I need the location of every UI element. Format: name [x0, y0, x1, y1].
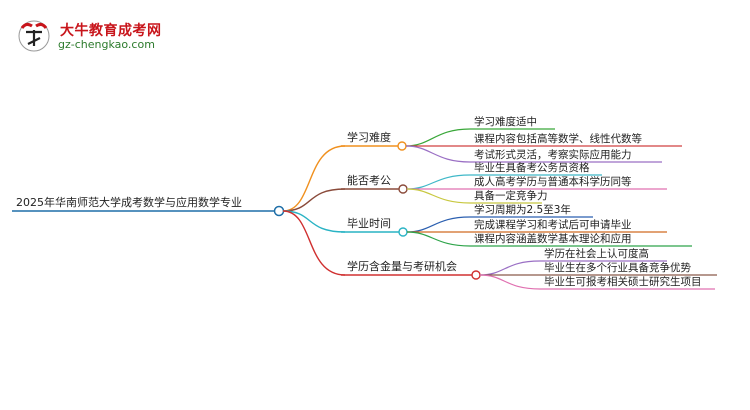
branch-node[interactable]: [397, 141, 407, 151]
leaf-label: 完成课程学习和考试后可申请毕业: [474, 218, 632, 231]
leaf-label: 成人高考学历与普通本科学历同等: [474, 175, 632, 188]
leaf-connector: [406, 216, 471, 233]
branch-label: 学习难度: [347, 130, 391, 144]
leaf-connector: [406, 231, 471, 247]
site-logo[interactable]: 大牛教育成考网 gz-chengkao.com: [16, 18, 166, 54]
leaf-label: 学习周期为2.5至3年: [474, 203, 571, 216]
leaf-connector: [479, 274, 541, 290]
leaf-label: 课程内容包括高等数学、线性代数等: [474, 132, 642, 145]
leaf-label: 考试形式灵活，考察实际应用能力: [474, 148, 632, 161]
leaf-label: 毕业生具备考公务员资格: [474, 161, 590, 174]
leaf-label: 毕业生在多个行业具备竞争优势: [544, 261, 691, 274]
leaf-connector: [406, 188, 471, 204]
bull-logo-icon: [18, 20, 50, 52]
branch-connector: [282, 145, 346, 212]
branch-node[interactable]: [471, 270, 481, 280]
branch-node[interactable]: [398, 227, 408, 237]
branch-label: 毕业时间: [347, 217, 391, 230]
logo-url: gz-chengkao.com: [58, 38, 155, 51]
branch-label: 学历含金量与考研机会: [347, 259, 457, 273]
branch-node[interactable]: [398, 184, 408, 194]
branch-label: 能否考公: [347, 173, 391, 187]
leaf-label: 课程内容涵盖数学基本理论和应用: [474, 232, 632, 245]
logo-title: 大牛教育成考网: [60, 23, 162, 39]
root-node[interactable]: [273, 205, 285, 217]
leaf-connector: [479, 260, 541, 276]
branch-connector: [282, 210, 346, 276]
root-label: 2025年华南师范大学成考数学与应用数学专业: [16, 195, 242, 209]
leaf-connector: [405, 128, 471, 147]
leaf-connector: [406, 174, 471, 190]
leaf-label: 学习难度适中: [474, 115, 537, 128]
leaf-label: 学历在社会上认可度高: [544, 247, 649, 260]
branch-connector: [282, 188, 346, 212]
branch-connector: [282, 210, 346, 233]
leaf-label: 毕业生可报考相关硕士研究生项目: [544, 275, 702, 288]
leaf-label: 具备一定竞争力: [474, 189, 548, 202]
leaf-connector: [405, 145, 471, 163]
